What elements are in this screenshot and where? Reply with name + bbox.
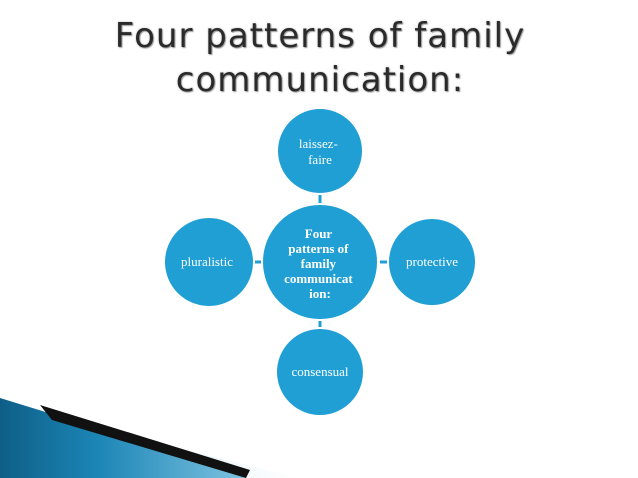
- node-top-line-1: laissez-: [299, 136, 338, 151]
- node-bottom: consensual: [275, 327, 365, 417]
- node-left: pluralistic: [163, 216, 255, 308]
- node-center-line-1: Four: [305, 226, 333, 241]
- node-top-line-2: faire: [308, 152, 332, 167]
- node-bottom-line-1: consensual: [291, 364, 348, 379]
- node-right-line-1: protective: [406, 254, 458, 269]
- node-top-label: laissez- faire: [299, 136, 341, 167]
- slide-title-line-1: Four patterns of family: [114, 16, 526, 56]
- swoosh-dark-stroke: [40, 405, 250, 478]
- node-bottom-label: consensual: [291, 364, 348, 379]
- node-left-line-1: pluralistic: [181, 254, 233, 269]
- node-left-label: pluralistic: [181, 254, 233, 269]
- node-center-line-5: ion:: [309, 286, 331, 301]
- node-center-label: Four patterns of family communicat ion:: [284, 226, 356, 301]
- node-center-line-3: family: [301, 256, 337, 271]
- node-center-line-2: patterns of: [288, 241, 349, 256]
- node-center: Four patterns of family communicat ion:: [261, 203, 379, 321]
- node-top: laissez- faire: [276, 107, 364, 195]
- slide-title: Four patterns of family communication:: [40, 14, 600, 102]
- node-right-label: protective: [406, 254, 458, 269]
- node-right: protective: [387, 217, 477, 307]
- slide-title-line-2: communication:: [175, 60, 465, 100]
- node-center-line-4: communicat: [284, 271, 353, 286]
